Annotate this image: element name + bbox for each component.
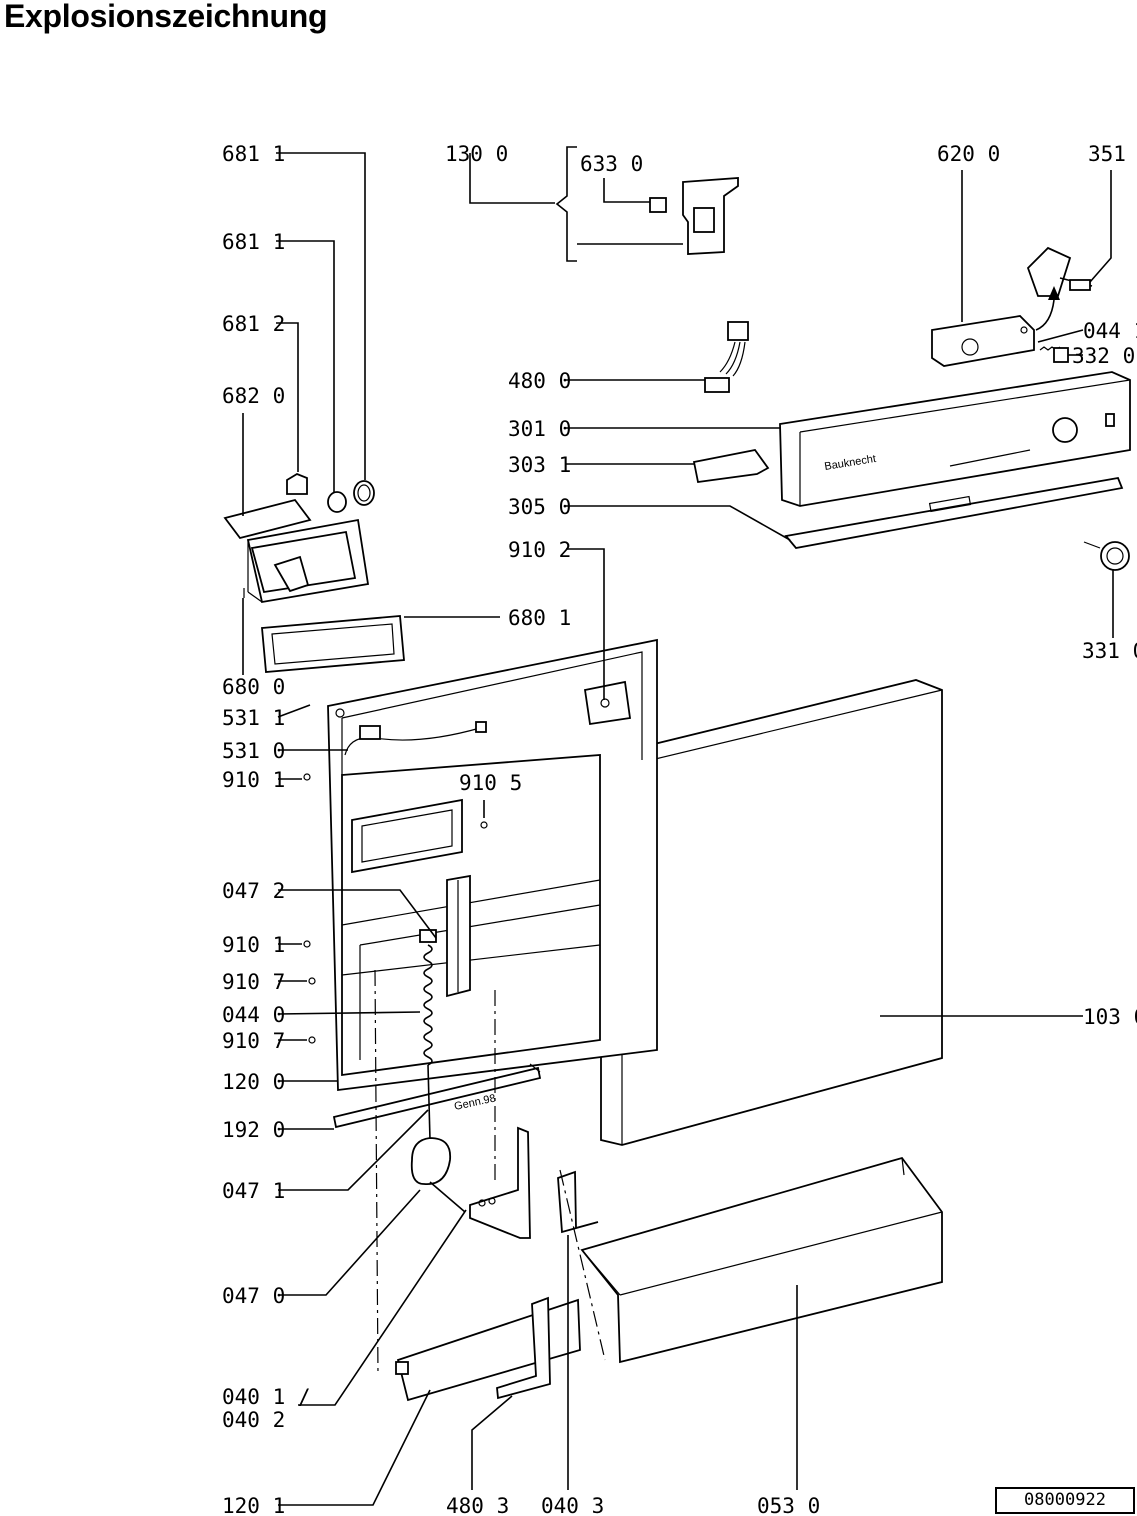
label-047-2: 047 2 bbox=[222, 879, 285, 903]
label-620-0: 620 0 bbox=[937, 142, 1000, 166]
document-number: 08000922 bbox=[995, 1487, 1135, 1514]
kick-plate bbox=[580, 1156, 943, 1364]
label-910-7b: 910 7 bbox=[222, 1029, 285, 1053]
label-103-0: 103 0 bbox=[1083, 1005, 1137, 1029]
page-title: Explosionszeichnung bbox=[4, 0, 328, 34]
detergent-dispenser bbox=[223, 498, 370, 604]
label-680-1: 680 1 bbox=[508, 606, 571, 630]
label-681-1a: 681 1 bbox=[222, 142, 285, 166]
center-lines bbox=[374, 969, 606, 1376]
part-labels: 681 1 681 1 681 2 682 0 680 0 680 1 531 … bbox=[222, 142, 1137, 1516]
panel-strip bbox=[784, 476, 1124, 549]
label-040-1: 040 1 / bbox=[222, 1385, 311, 1409]
label-040-3: 040 3 bbox=[541, 1494, 604, 1516]
inner-door-frame: Genn.98 bbox=[327, 638, 658, 1113]
label-910-2: 910 2 bbox=[508, 538, 571, 562]
label-681-1b: 681 1 bbox=[222, 230, 285, 254]
control-knob bbox=[1083, 541, 1130, 571]
door-lock bbox=[649, 177, 739, 255]
label-120-0: 120 0 bbox=[222, 1070, 285, 1094]
label-531-1: 531 1 bbox=[222, 706, 285, 730]
label-192-0: 192 0 bbox=[222, 1118, 285, 1142]
label-040-2: 040 2 bbox=[222, 1408, 285, 1432]
door-front-panel bbox=[600, 679, 943, 1146]
hinge-plate bbox=[469, 1126, 531, 1239]
lower-panel bbox=[395, 1298, 581, 1402]
screws bbox=[303, 773, 488, 1044]
dispenser-gasket bbox=[261, 615, 405, 673]
label-332-0: 332 0 bbox=[1072, 344, 1135, 368]
label-531-0: 531 0 bbox=[222, 739, 285, 763]
bracket-040-3 bbox=[557, 1170, 599, 1234]
label-681-2: 681 2 bbox=[222, 312, 285, 336]
control-panel: Bauknecht bbox=[779, 371, 1131, 507]
label-910-5: 910 5 bbox=[459, 771, 522, 795]
bottom-strip bbox=[332, 1063, 542, 1129]
label-910-1b: 910 1 bbox=[222, 933, 285, 957]
spring-and-button bbox=[1039, 346, 1069, 363]
label-351-1: 351 1 bbox=[1088, 142, 1137, 166]
label-682-0: 682 0 bbox=[222, 384, 285, 408]
label-047-0: 047 0 bbox=[222, 1284, 285, 1308]
label-480-3: 480 3 bbox=[446, 1494, 509, 1516]
label-633-0: 633 0 bbox=[580, 152, 643, 176]
selector-shaft bbox=[1026, 246, 1093, 297]
l-bracket bbox=[496, 1296, 551, 1400]
label-053-0: 053 0 bbox=[757, 1494, 820, 1516]
label-910-7a: 910 7 bbox=[222, 970, 285, 994]
label-130-0: 130 0 bbox=[445, 142, 508, 166]
door-handle bbox=[692, 449, 770, 484]
label-303-1: 303 1 bbox=[508, 453, 571, 477]
wire-harness bbox=[704, 321, 749, 393]
leader-lines bbox=[242, 146, 1114, 1506]
label-910-1a: 910 1 bbox=[222, 768, 285, 792]
label-331-0: 331 0 bbox=[1082, 639, 1137, 663]
label-305-0: 305 0 bbox=[508, 495, 571, 519]
label-044-1: 044 1 bbox=[1083, 319, 1137, 343]
hinge-arm bbox=[410, 1137, 466, 1213]
label-047-1: 047 1 bbox=[222, 1179, 285, 1203]
dispenser-small-parts bbox=[286, 472, 375, 513]
label-680-0: 680 0 bbox=[222, 675, 285, 699]
label-044-0: 044 0 bbox=[222, 1003, 285, 1027]
label-301-0: 301 0 bbox=[508, 417, 571, 441]
label-120-1: 120 1 bbox=[222, 1494, 285, 1516]
label-480-0: 480 0 bbox=[508, 369, 571, 393]
electronic-module bbox=[931, 315, 1035, 367]
